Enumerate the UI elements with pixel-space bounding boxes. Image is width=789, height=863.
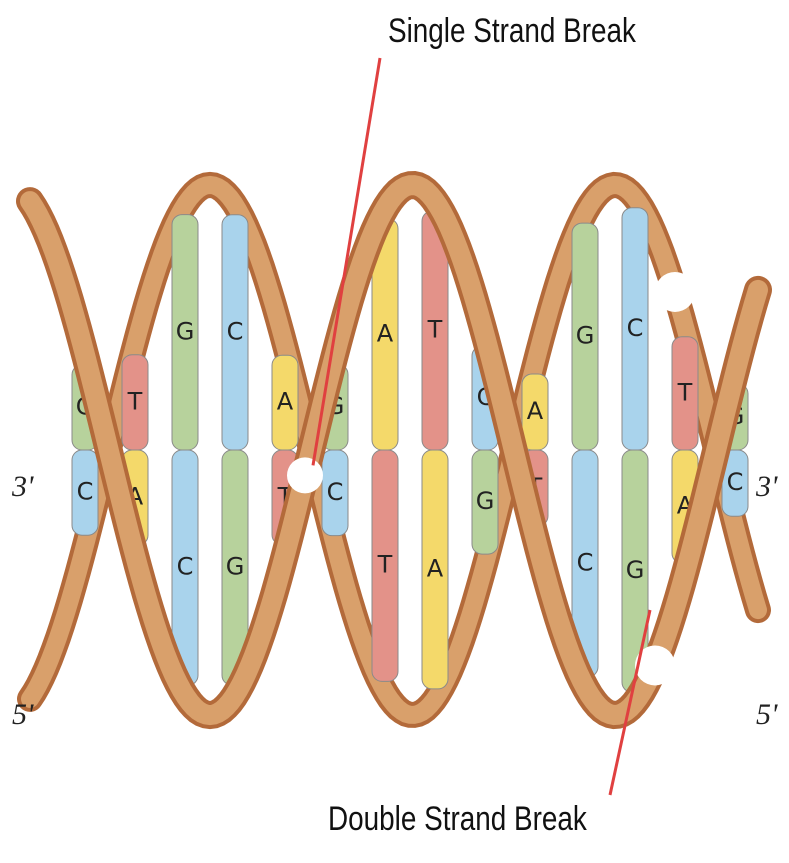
base-label: A [427,554,444,582]
base-label: T [677,378,693,406]
base-pair: GC [172,215,198,686]
double-break-gap [655,272,695,312]
base-pair: CG [222,215,248,685]
base-label: C [327,478,344,506]
base-label: G [476,487,495,515]
right-3-prime-end: 3' [756,470,777,504]
base-label: T [127,387,143,415]
base-label: T [377,551,393,579]
base-label: C [77,478,94,506]
base-label: G [576,322,595,350]
base-label: C [627,314,644,342]
base-pair: CG [622,208,648,693]
base-label: C [577,548,594,576]
base-label: C [177,553,194,581]
base-label: A [277,388,294,416]
single-break-gap [287,457,323,493]
left-5-prime-end: 5' [12,698,33,732]
base-label: C [727,468,744,496]
base-label: A [377,319,394,347]
base-pair: AT [372,219,398,682]
base-pair: TA [422,211,448,689]
base-label: A [527,397,544,425]
base-label: G [626,556,645,584]
double-strand-break-label: Double Strand Break [328,800,587,839]
left-3-prime-end: 3' [12,470,33,504]
base-label: G [226,553,245,581]
base-label: T [427,316,443,344]
base-label: G [176,317,195,345]
single-strand-break-label: Single Strand Break [388,12,636,51]
base-label: C [227,317,244,345]
base-pair: GC [572,223,598,677]
right-5-prime-end: 5' [756,698,777,732]
